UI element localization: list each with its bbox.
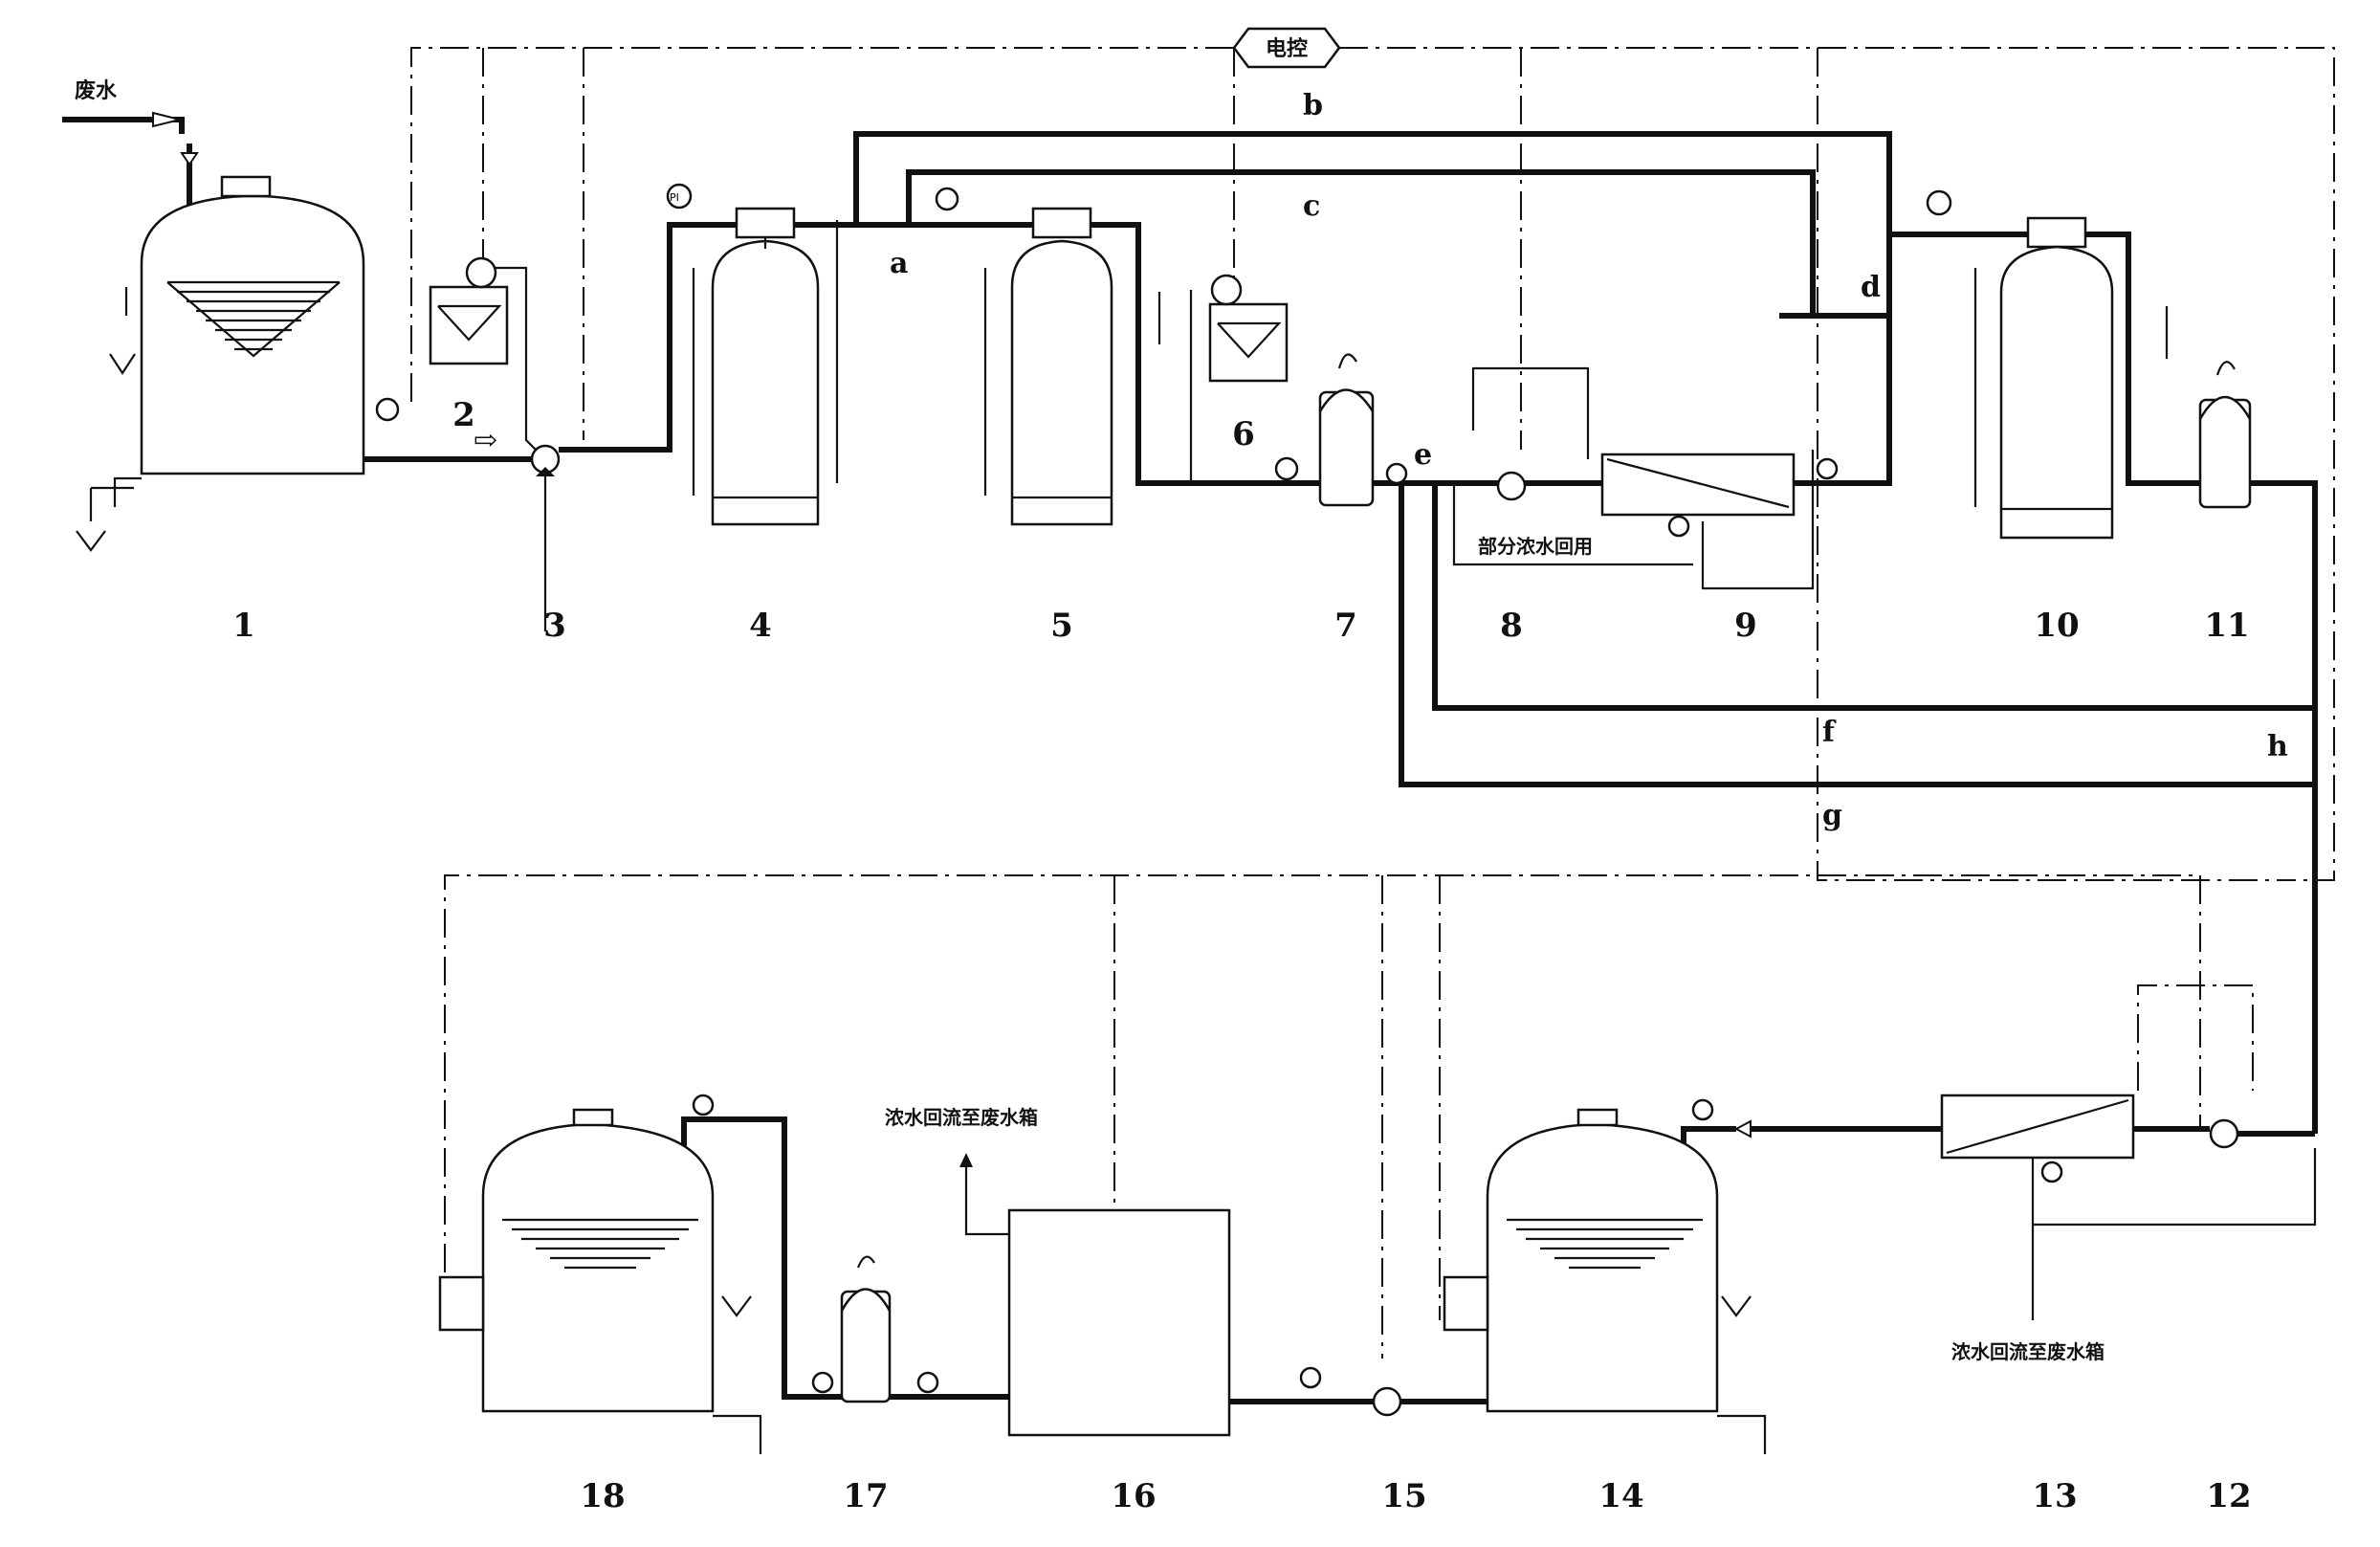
cartridge-filter-17 [681, 1116, 892, 1403]
equipment-number-4: 4 [749, 607, 772, 645]
tank-16 [959, 1153, 1231, 1437]
valve-f-label: f [1822, 716, 1837, 749]
concentrate-return-label-2: 浓水回流至废水箱 [1951, 1340, 2105, 1363]
partial-reuse-label: 部分浓水回用 [1478, 535, 1593, 558]
pump-3 [530, 444, 561, 631]
valve-h-label: h [2267, 730, 2288, 763]
equipment-number-7: 7 [1334, 607, 1357, 645]
svg-text:⇨: ⇨ [474, 424, 497, 457]
equipment-number-17: 17 [843, 1477, 888, 1515]
waste-water-label: 废水 [75, 78, 118, 103]
equipment-number-6: 6 [1232, 415, 1255, 453]
tank-1 [76, 175, 365, 552]
filter-10 [1889, 189, 2200, 540]
tank-14 [1443, 1108, 1767, 1454]
equipment-number-12: 12 [2206, 1477, 2251, 1515]
filter-5 [983, 207, 1330, 526]
electric-control-box: 电控 [1232, 27, 1341, 69]
valve-b-label: b [1303, 89, 1323, 122]
valve-a-label: a [890, 247, 908, 280]
valve-g-label: g [1822, 799, 1842, 832]
dosing-unit-6 [1189, 274, 1289, 483]
dosing-unit-2 [429, 256, 537, 451]
cartridge-filter-11 [2198, 361, 2318, 1134]
equipment-number-16: 16 [1111, 1477, 1156, 1515]
cartridge-filter-7 [1274, 353, 1375, 507]
equipment-number-18: 18 [580, 1477, 625, 1515]
equipment-number-5: 5 [1050, 607, 1073, 645]
filter-4 [692, 207, 839, 526]
equipment-number-14: 14 [1598, 1477, 1643, 1515]
equipment-number-8: 8 [1500, 607, 1523, 645]
control-lines [410, 47, 2335, 1359]
equipment-number-13: 13 [2032, 1477, 2077, 1515]
control-label: 电控 [1266, 36, 1308, 61]
waste-water-inlet: 废水 [62, 78, 199, 215]
valve-e-label: e [1414, 438, 1432, 472]
valve-d-label: d [1861, 271, 1881, 304]
equipment-number-11: 11 [2204, 607, 2249, 645]
equipment-number-2: 2 [452, 396, 475, 434]
equipment-number-15: 15 [1381, 1477, 1426, 1515]
equipment-number-9: 9 [1734, 607, 1757, 645]
equipment-number-1: 1 [232, 607, 255, 645]
tank-18 [438, 1094, 762, 1454]
svg-text:PI: PI [670, 191, 679, 204]
valve-c-label: c [1303, 189, 1320, 223]
equipment-number-3: 3 [543, 607, 566, 645]
concentrate-return-label-1: 浓水回流至废水箱 [885, 1106, 1038, 1129]
equipment-number-10: 10 [2034, 607, 2079, 645]
